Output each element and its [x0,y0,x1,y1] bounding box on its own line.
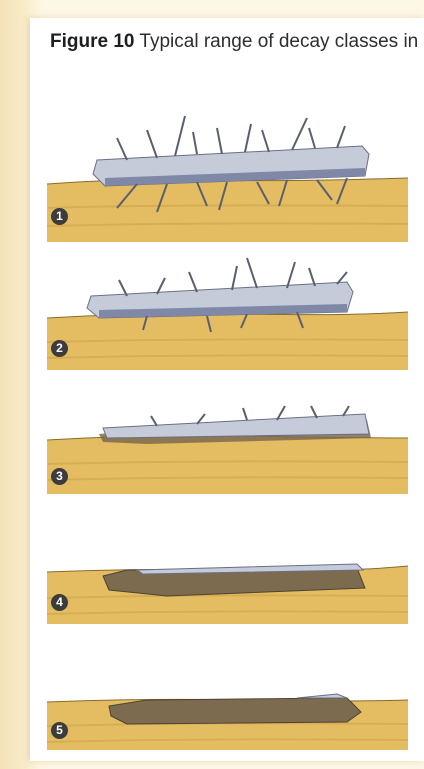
decay-class-1-badge: 1 [51,208,68,225]
figure-label: Figure 10 [50,31,134,52]
decay-class-4-badge: 4 [51,594,68,611]
decay-class-1-illustration: 1 [47,108,408,242]
decay-class-5-illustration: 5 [47,664,408,750]
decay-class-2-badge: 2 [51,340,68,357]
figure-caption: Figure 10 Typical range of decay classes… [50,30,422,54]
figure-caption-text: Typical range of decay classes in fallen… [139,31,422,52]
decay-class-3-illustration: 3 [47,398,408,494]
decay-class-3-badge: 3 [51,468,68,485]
decay-class-2-illustration: 2 [47,252,408,370]
decay-class-4-illustration: 4 [47,540,408,624]
decay-class-5-badge: 5 [51,722,68,739]
